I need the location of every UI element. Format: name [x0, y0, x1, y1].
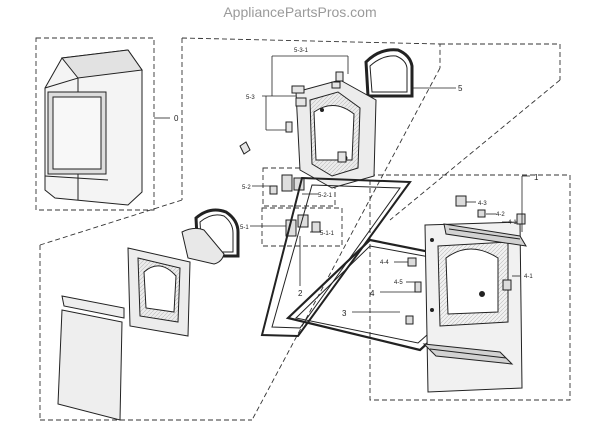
- inner-door-panel-part[interactable]: [127, 247, 191, 337]
- callout-labels: 0 1 2 3 4 4-1 4-1 4-2 4-3 4-4 4-5 5 5-1 …: [174, 48, 539, 318]
- callout-5-1-1: 5-1-1: [320, 231, 335, 237]
- callout-4-2: 4-2: [496, 212, 505, 218]
- callout-3: 3: [342, 309, 347, 318]
- hinge-bracket-parts[interactable]: [239, 71, 347, 163]
- door-frame-part[interactable]: [295, 79, 377, 189]
- dryer-unit-part[interactable]: [44, 49, 143, 206]
- group-frames: [35, 37, 571, 421]
- door-gasket-part[interactable]: [364, 48, 414, 98]
- door-outer-panel-part[interactable]: [57, 295, 125, 421]
- door-glass-part[interactable]: [181, 227, 225, 265]
- callout-5-2-1: 5-2-1: [318, 193, 333, 199]
- door-seal-part[interactable]: [260, 176, 412, 338]
- leader-lines: [154, 55, 530, 313]
- callout-4-1b: 4-1: [524, 274, 533, 280]
- watermark: AppliancePartsPros.com: [223, 4, 377, 20]
- frame-item-5-1: [261, 207, 343, 247]
- callout-0: 0: [174, 114, 179, 123]
- callout-5: 5: [458, 84, 463, 93]
- callout-5-3-1: 5-3-1: [294, 48, 309, 54]
- callout-5-1: 5-1: [240, 225, 249, 231]
- front-panel-part[interactable]: [424, 221, 523, 393]
- frame-item-4: [369, 174, 571, 401]
- callout-2: 2: [298, 289, 303, 298]
- callout-5-2: 5-2: [242, 185, 251, 191]
- callout-4: 4: [370, 289, 375, 298]
- callout-4-4: 4-4: [380, 260, 389, 266]
- top-rail-part[interactable]: [443, 223, 527, 247]
- callout-4-1: 4-1: [508, 220, 517, 226]
- frame-item-0: [35, 37, 155, 211]
- callout-1: 1: [534, 173, 539, 182]
- callout-4-5: 4-5: [394, 280, 403, 286]
- bottom-rail-part[interactable]: [422, 343, 514, 365]
- callout-5-3: 5-3: [246, 95, 255, 101]
- callout-4-3: 4-3: [478, 201, 487, 207]
- inner-door-gasket-part[interactable]: [194, 208, 240, 258]
